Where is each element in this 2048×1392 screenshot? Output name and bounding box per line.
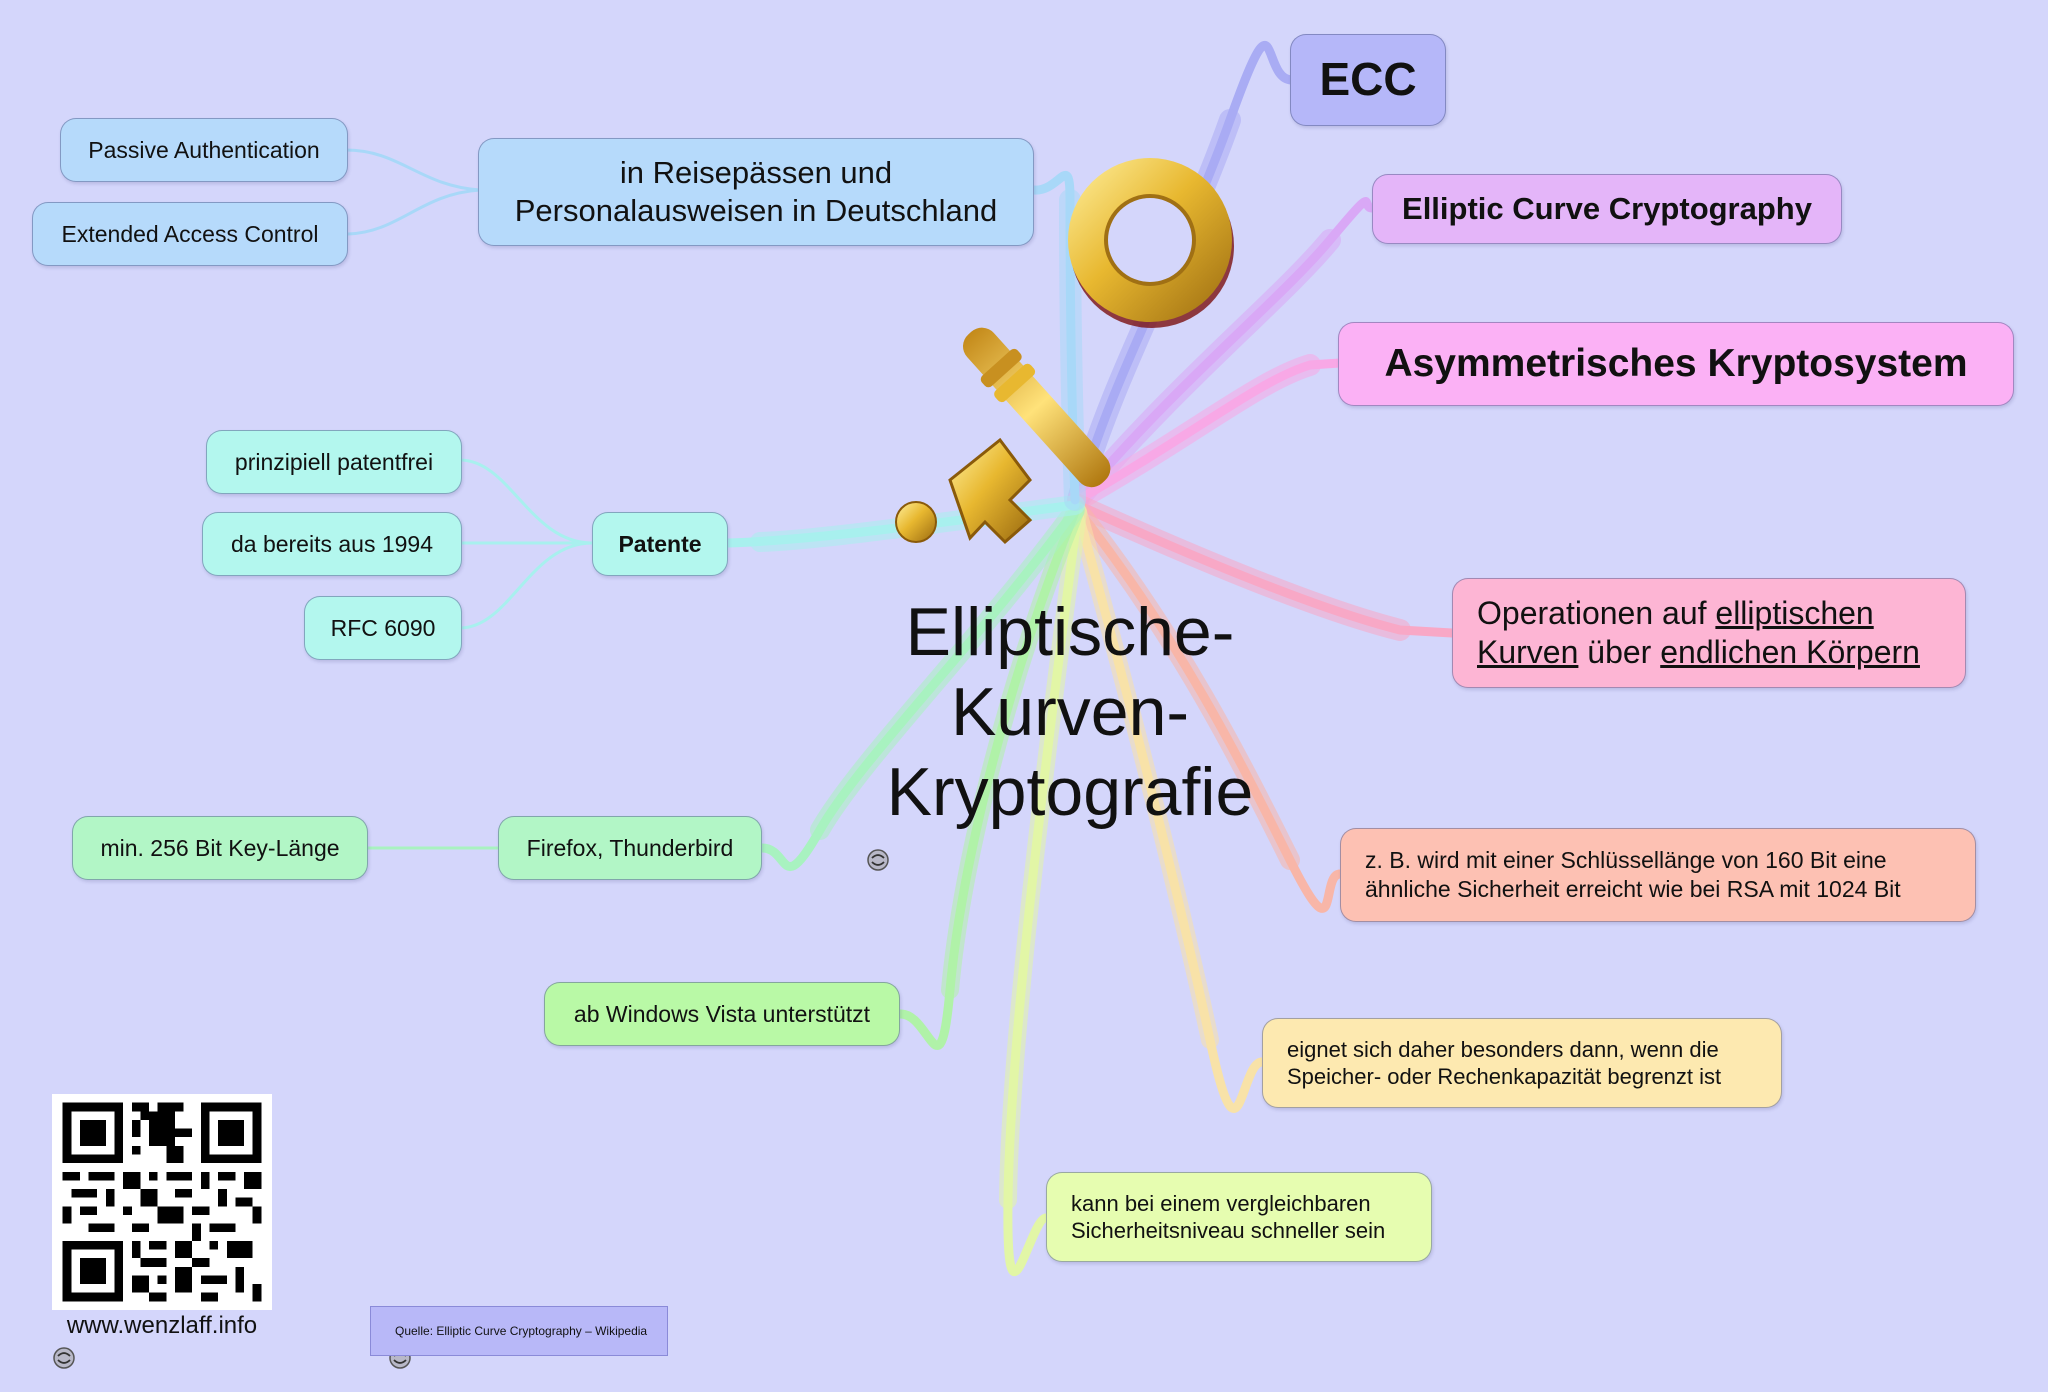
- connector-eac: [346, 188, 482, 236]
- node-patente[interactable]: Patente: [592, 512, 728, 576]
- node-label: RFC 6090: [330, 614, 436, 641]
- central-title-line: Kryptografie: [886, 754, 1254, 830]
- text-fragment: Operationen auf: [1477, 595, 1716, 631]
- node-asymmetrisches-kryptosystem[interactable]: Asymmetrisches Kryptosystem: [1338, 322, 2014, 406]
- node-schluessellaenge[interactable]: z. B. wird mit einer Schlüssellänge von …: [1340, 828, 1976, 922]
- link-endlichen-koerpern[interactable]: endlichen Körpern: [1660, 634, 1920, 670]
- node-elliptic-curve-cryptography[interactable]: Elliptic Curve Cryptography: [1372, 174, 1842, 244]
- qr-code-icon[interactable]: [52, 1094, 272, 1310]
- text-line: z. B. wird mit einer Schlüssellänge von …: [1365, 847, 1887, 873]
- node-patentfrei[interactable]: prinzipiell patentfrei: [206, 430, 462, 494]
- node-text: kann bei einem vergleichbaren Sicherheit…: [1071, 1190, 1385, 1244]
- text-line: Sicherheitsniveau schneller sein: [1071, 1218, 1386, 1243]
- node-firefox-thunderbird[interactable]: Firefox, Thunderbird: [498, 816, 762, 880]
- qr-code-graphic: [54, 1094, 270, 1310]
- node-key-length[interactable]: min. 256 Bit Key-Länge: [72, 816, 368, 880]
- node-label: prinzipiell patentfrei: [234, 448, 434, 475]
- node-reisepaesse[interactable]: in Reisepässen und Personalausweisen in …: [478, 138, 1034, 246]
- node-extended-access-control[interactable]: Extended Access Control: [32, 202, 348, 266]
- source-text: Quelle: Elliptic Curve Cryptography – Wi…: [395, 1324, 648, 1338]
- node-text: in Reisepässen und Personalausweisen in …: [515, 154, 998, 230]
- node-operationen[interactable]: Operationen auf elliptischen Kurven über…: [1452, 578, 1966, 688]
- text-line: eignet sich daher besonders dann, wenn d…: [1287, 1037, 1719, 1062]
- node-since-1994[interactable]: da bereits aus 1994: [202, 512, 462, 576]
- note-link-icon[interactable]: [52, 1346, 76, 1370]
- node-operationen-text: Operationen auf elliptischen Kurven über…: [1477, 594, 1920, 672]
- node-windows-vista[interactable]: ab Windows Vista unterstützt: [544, 982, 900, 1046]
- central-topic[interactable]: Elliptische- Kurven- Kryptografie: [820, 592, 1320, 832]
- node-passive-authentication[interactable]: Passive Authentication: [60, 118, 348, 182]
- node-kann-schneller[interactable]: kann bei einem vergleichbaren Sicherheit…: [1046, 1172, 1432, 1262]
- connector-patentfrei: [458, 458, 594, 545]
- node-label: ab Windows Vista unterstützt: [573, 1000, 871, 1027]
- node-label: Patente: [618, 530, 702, 557]
- central-title-line: Kurven-: [950, 674, 1190, 750]
- text-line: Speicher- oder Rechenkapazität begrenzt …: [1287, 1064, 1722, 1089]
- node-rfc-6090[interactable]: RFC 6090: [304, 596, 462, 660]
- node-label: Asymmetrisches Kryptosystem: [1384, 341, 1968, 385]
- link-kurven[interactable]: Kurven: [1477, 634, 1579, 670]
- node-label: da bereits aus 1994: [230, 530, 434, 557]
- note-link-icon[interactable]: [866, 848, 890, 872]
- text-line: Personalausweisen in Deutschland: [514, 193, 998, 228]
- node-ecc-label: ECC: [1319, 53, 1417, 106]
- text-fragment: über: [1578, 634, 1661, 670]
- text-line: in Reisepässen und: [619, 155, 893, 190]
- node-label: min. 256 Bit Key-Länge: [100, 834, 340, 861]
- node-label: Extended Access Control: [61, 220, 319, 247]
- connector-rfc: [458, 541, 594, 630]
- connector-passive: [344, 148, 482, 192]
- central-title-line: Elliptische-: [905, 594, 1235, 670]
- link-elliptischen[interactable]: elliptischen: [1715, 595, 1874, 631]
- node-eignet-sich[interactable]: eignet sich daher besonders dann, wenn d…: [1262, 1018, 1782, 1108]
- source-note[interactable]: Quelle: Elliptic Curve Cryptography – Wi…: [370, 1306, 668, 1356]
- website-url[interactable]: www.wenzlaff.info: [66, 1312, 258, 1339]
- text-line: kann bei einem vergleichbaren: [1071, 1191, 1371, 1216]
- node-ecc[interactable]: ECC: [1290, 34, 1446, 126]
- text-line: ähnliche Sicherheit erreicht wie bei RSA…: [1365, 876, 1901, 902]
- node-text: z. B. wird mit einer Schlüssellänge von …: [1365, 846, 1901, 904]
- node-label: Passive Authentication: [88, 136, 320, 163]
- node-label: Firefox, Thunderbird: [526, 834, 734, 861]
- golden-key-icon: [895, 158, 1234, 545]
- node-label: Elliptic Curve Cryptography: [1402, 190, 1812, 226]
- node-text: eignet sich daher besonders dann, wenn d…: [1287, 1036, 1721, 1090]
